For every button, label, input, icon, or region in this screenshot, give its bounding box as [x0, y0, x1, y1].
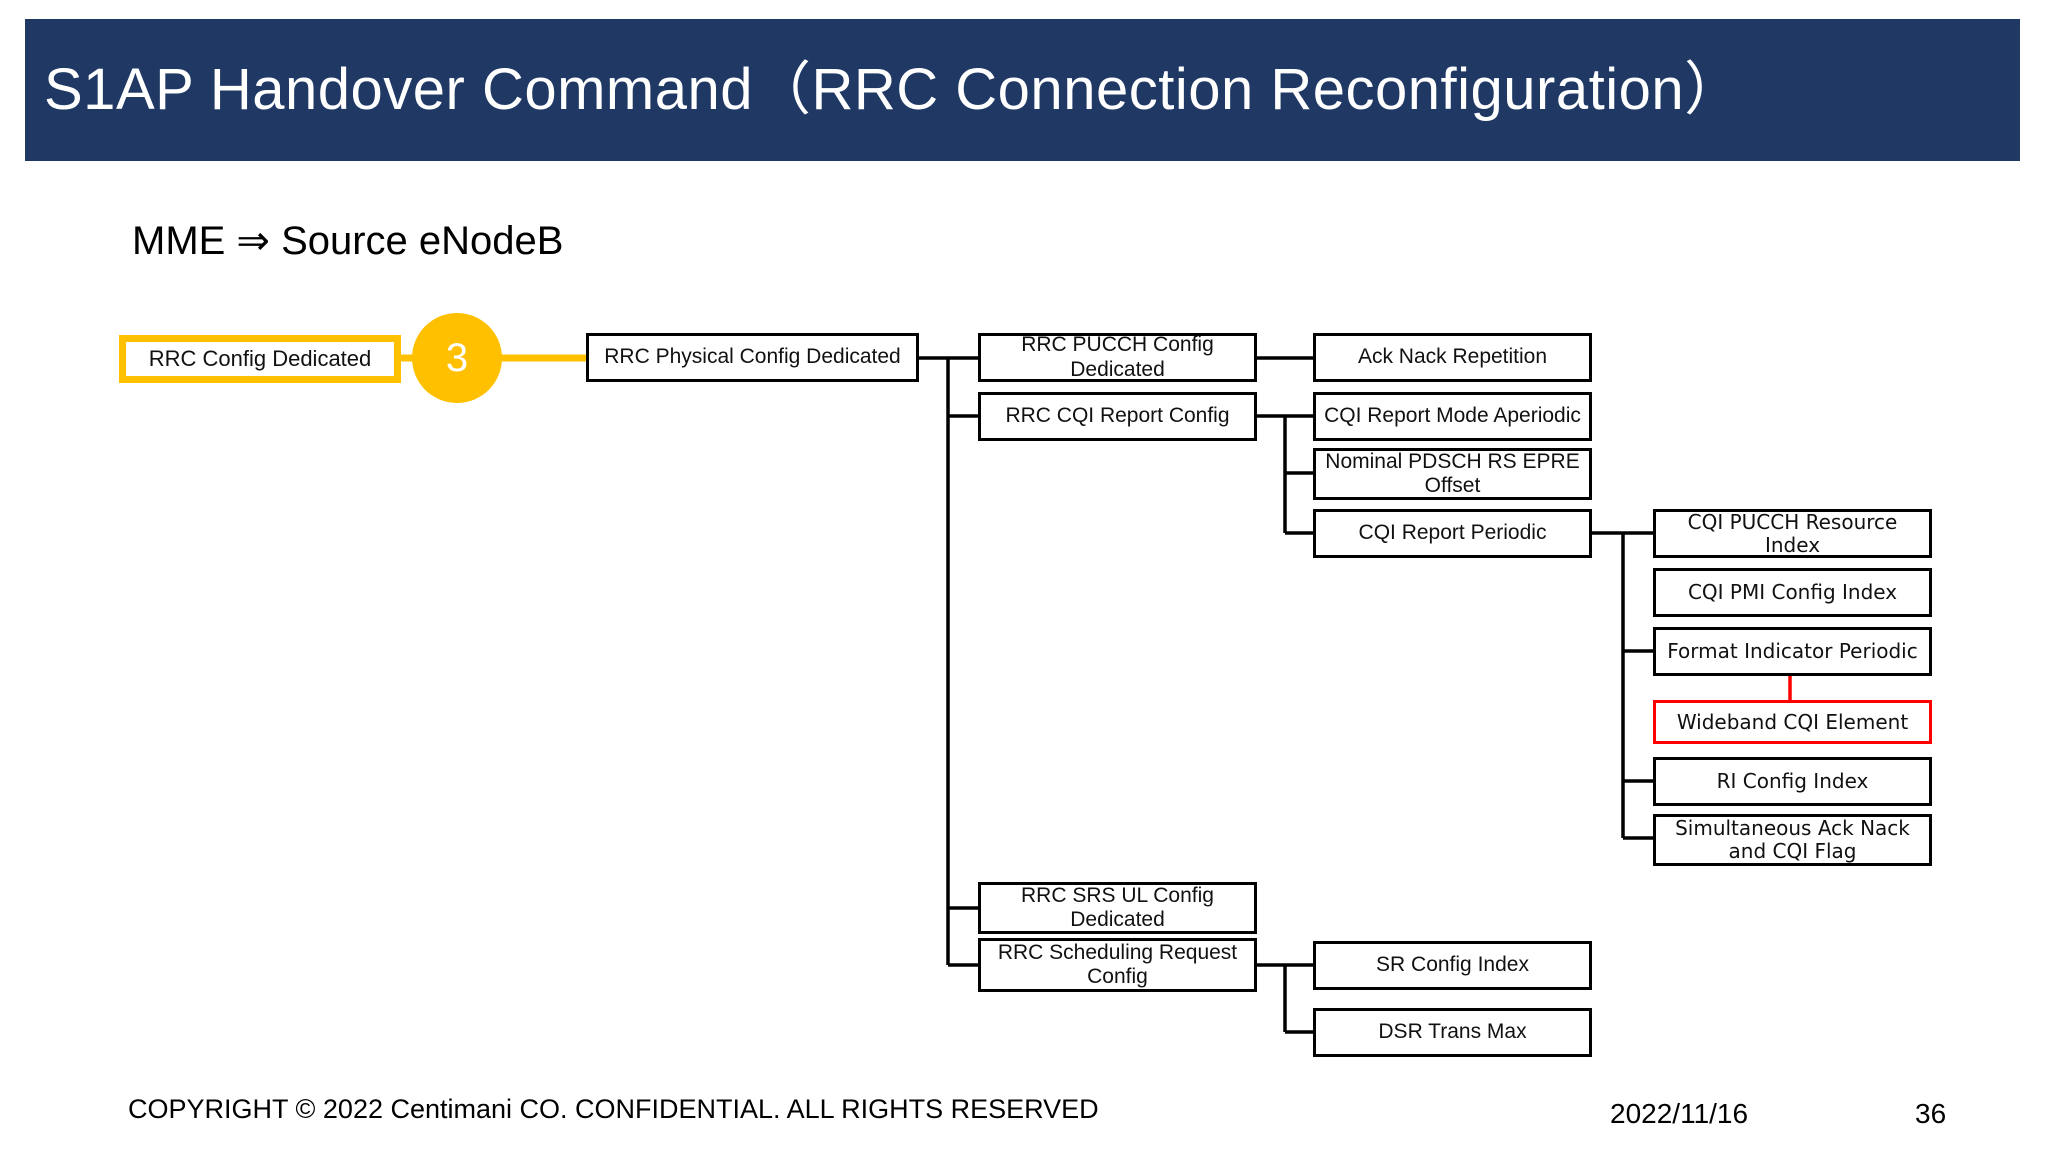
node-label: CQI PUCCH Resource Index	[1687, 509, 1898, 557]
subtitle-flow-direction: MME ⇒ Source eNodeB	[132, 219, 564, 263]
node-rrc-physical-config-dedicated[interactable]: RRC Physical Config Dedicated	[586, 333, 919, 382]
slide-title-bar: S1AP Handover Command（RRC Connection Rec…	[25, 19, 2020, 161]
node-cqi-report-mode-aperiodic[interactable]: CQI Report Mode Aperiodic	[1313, 392, 1592, 441]
node-label: CQI Report Mode Aperiodic	[1324, 404, 1581, 428]
node-sr-config-index[interactable]: SR Config Index	[1313, 941, 1592, 990]
node-cqi-pmi-config-index[interactable]: CQI PMI Config Index	[1653, 568, 1932, 617]
node-label: RRC Config Dedicated	[148, 346, 372, 372]
node-label: DSR Trans Max	[1378, 1020, 1527, 1044]
footer-copyright: COPYRIGHT © 2022 Centimani CO. CONFIDENT…	[128, 1094, 1099, 1124]
connector-physical-children	[919, 356, 978, 967]
node-label: CQI PMI Config Index	[1687, 580, 1898, 604]
node-rrc-config-dedicated[interactable]: RRC Config Dedicated	[119, 335, 401, 383]
node-simultaneous-ack-nack-and-cqi-flag[interactable]: Simultaneous Ack Nack and CQI Flag	[1653, 814, 1932, 866]
footer-date: 2022/11/16	[1610, 1098, 1749, 1129]
footer-page-number: 36	[1915, 1098, 1947, 1129]
connector-scheduling-children	[1257, 963, 1313, 1034]
node-label: RRC Physical Config Dedicated	[604, 345, 901, 369]
node-label: RRC PUCCH Config Dedicated	[1021, 333, 1214, 381]
node-label: Wideband CQI Element	[1676, 709, 1909, 734]
node-nominal-pdsch-rs-epre-offset[interactable]: Nominal PDSCH RS EPRE Offset	[1313, 448, 1592, 500]
node-rrc-scheduling-request-config[interactable]: RRC Scheduling Request Config	[978, 938, 1257, 992]
node-label: RRC SRS UL Config Dedicated	[1021, 883, 1214, 931]
node-label: Ack Nack Repetition	[1357, 345, 1548, 369]
page-title: S1AP Handover Command（RRC Connection Rec…	[44, 57, 1743, 122]
node-rrc-pucch-config-dedicated[interactable]: RRC PUCCH Config Dedicated	[978, 333, 1257, 382]
node-cqi-pucch-resource-index[interactable]: CQI PUCCH Resource Index	[1653, 509, 1932, 558]
node-label: Simultaneous Ack Nack and CQI Flag	[1675, 816, 1910, 863]
node-ack-nack-repetition[interactable]: Ack Nack Repetition	[1313, 333, 1592, 382]
node-label: CQI Report Periodic	[1358, 521, 1547, 545]
connector-cqi-report-children	[1257, 414, 1313, 535]
node-cqi-report-periodic[interactable]: CQI Report Periodic	[1313, 509, 1592, 558]
connector-periodic-children	[1592, 531, 1653, 840]
node-wideband-cqi-element[interactable]: Wideband CQI Element	[1653, 700, 1932, 744]
step-badge-label: 3	[445, 335, 469, 380]
step-badge-3: 3	[412, 313, 502, 403]
node-label: Nominal PDSCH RS EPRE Offset	[1325, 449, 1580, 497]
node-label: RI Config Index	[1716, 769, 1869, 793]
node-ri-config-index[interactable]: RI Config Index	[1653, 757, 1932, 806]
node-rrc-srs-ul-config-dedicated[interactable]: RRC SRS UL Config Dedicated	[978, 882, 1257, 934]
node-dsr-trans-max[interactable]: DSR Trans Max	[1313, 1008, 1592, 1057]
node-label: RRC CQI Report Config	[1005, 404, 1230, 428]
node-label: RRC Scheduling Request Config	[997, 940, 1238, 988]
node-rrc-cqi-report-config[interactable]: RRC CQI Report Config	[978, 392, 1257, 441]
node-label: SR Config Index	[1376, 953, 1529, 977]
node-label: Format Indicator Periodic	[1667, 639, 1918, 663]
node-format-indicator-periodic[interactable]: Format Indicator Periodic	[1653, 627, 1932, 676]
